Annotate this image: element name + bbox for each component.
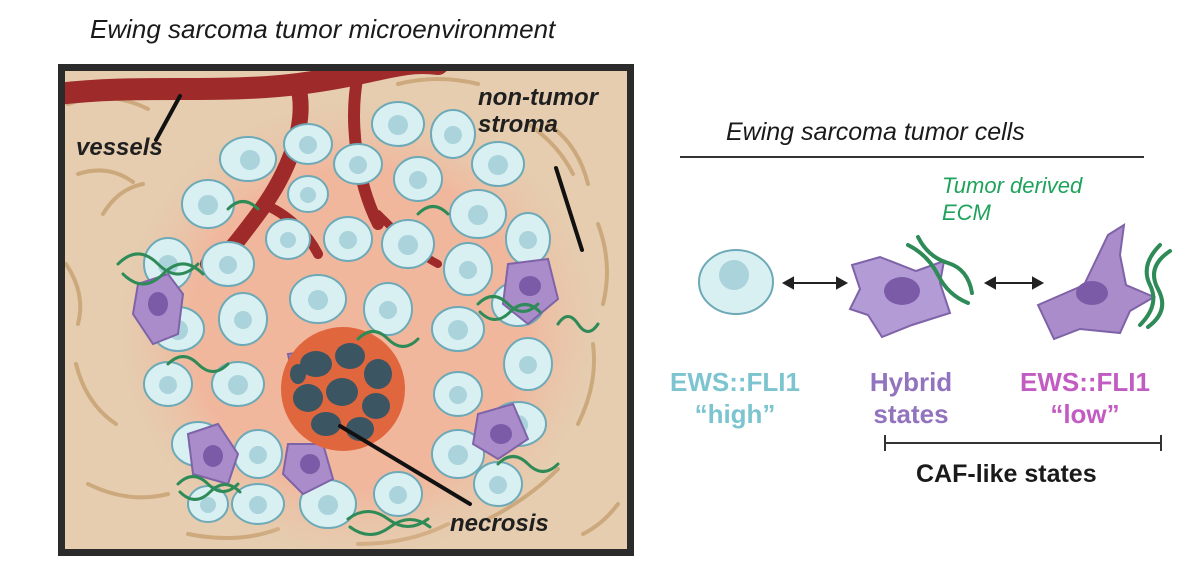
- ecm-label: Tumor derived ECM: [942, 172, 1082, 226]
- state-hybrid-label: Hybrid states: [836, 366, 986, 430]
- vessels-pointer: [154, 94, 182, 142]
- low-state-cell: [1036, 223, 1172, 341]
- ecm-label-line1: Tumor derived: [942, 173, 1083, 198]
- state-low-line1: EWS::FLI1: [1020, 367, 1150, 397]
- necrotic-core: [281, 327, 405, 451]
- caf-bracket: [884, 434, 1162, 452]
- ecm-fibres: [116, 200, 600, 536]
- main-title: Ewing sarcoma tumor microenvironment: [90, 14, 556, 44]
- state-hybrid-line2: states: [873, 399, 949, 429]
- state-low-label: EWS::FLI1 “low”: [1000, 366, 1170, 430]
- high-state-cell: [698, 249, 774, 315]
- necrosis-label: necrosis: [450, 510, 549, 537]
- stroma-label-line1: non-tumor: [478, 84, 598, 111]
- caf-nuclei: [148, 276, 541, 474]
- stroma-label-line2: stroma: [478, 111, 559, 138]
- stroma-label: non-tumor stroma: [478, 84, 598, 138]
- cell-state-illustrations: [680, 215, 1180, 360]
- hybrid-state-cell: [848, 235, 974, 339]
- pointer-lines: [154, 94, 584, 506]
- arrow-hybrid-low: [983, 276, 1045, 290]
- title-underline: [680, 156, 1144, 158]
- state-high-line1: EWS::FLI1: [670, 367, 800, 397]
- caf-like-states-label: CAF-like states: [916, 460, 1097, 488]
- vessels-label: vessels: [76, 134, 163, 161]
- arrow-high-hybrid: [781, 276, 849, 290]
- necrosis-pointer: [338, 424, 472, 506]
- tumor-microenvironment-illustration: vessels non-tumor stroma necrosis: [58, 64, 634, 556]
- state-high-label: EWS::FLI1 “high”: [650, 366, 820, 430]
- frame: [58, 64, 634, 556]
- ecm-label-line2: ECM: [942, 200, 991, 225]
- state-hybrid-line1: Hybrid: [869, 367, 953, 397]
- stroma-pointer: [554, 166, 584, 252]
- state-high-line2: “high”: [694, 399, 776, 429]
- state-low-line2: “low”: [1050, 399, 1120, 429]
- tumor-cells-title: Ewing sarcoma tumor cells: [726, 118, 1025, 146]
